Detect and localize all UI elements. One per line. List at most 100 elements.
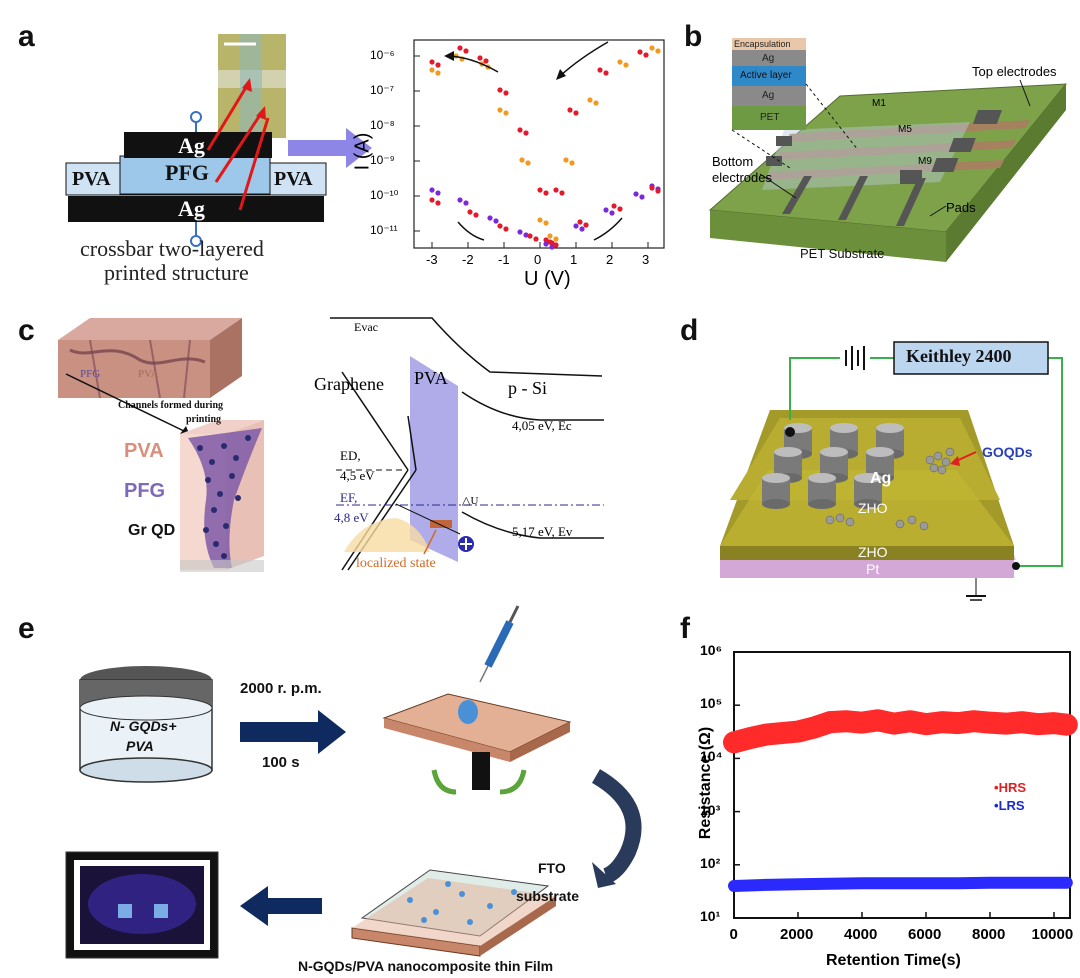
label-ev: 5,17 eV, Ev [512,524,573,539]
chart-f-xtick-label: 10000 [1031,926,1074,943]
ag-pillar-top [774,447,802,457]
ag-pillar-top [830,423,858,433]
iv-data-point [583,222,589,228]
iv-data-point [459,56,465,62]
chart-f-xtick-label: 8000 [972,926,1006,943]
chart-f-ylabel: Resistance (Ω) [697,726,714,840]
label-ef-value: 4,8 eV [334,510,369,525]
series-lrs-band [728,876,1073,892]
ag-pillar-base [808,499,836,509]
structure-caption-2: printed structure [104,260,249,285]
series-hrs-point [1003,720,1009,727]
chart-f-ytick-label: 10⁴ [700,748,723,765]
qd-dot [209,459,215,465]
panel-label-d: d [680,314,699,347]
iv-data-point [643,52,649,58]
series-lrs-point [891,880,897,887]
iv-ytick-label: 10⁻⁸ [370,118,395,132]
iv-data-point [617,59,623,65]
label-zho-bottom: ZHO [858,544,888,560]
qd-dot [233,455,239,461]
label-graphene: Graphene [314,374,384,394]
iv-data-point [453,53,459,59]
iv-data-point [533,236,539,242]
ag-pillar-top [762,473,790,483]
iv-data-point [497,223,503,229]
qd-dot [213,541,219,547]
iv-ytick-label: 10⁻¹¹ [370,223,398,237]
solution-label-1: N- GQDs+ [110,718,177,734]
qd-dot [203,527,209,533]
chart-f-ytick-label: 10⁶ [700,642,723,658]
iv-data-point [479,61,485,67]
iv-data-point [593,100,599,106]
iv-data-point [549,240,555,246]
chart-f-ytick-label: 10³ [700,801,721,818]
label-delta-u: △U [462,495,479,507]
iv-data-point [611,203,617,209]
ag-pillar-top [808,473,836,483]
fto-label-1: FTO [538,860,566,876]
label-top-electrodes: Top electrodes [972,64,1057,79]
iv-data-point [547,239,553,245]
iv-data-point [637,49,643,55]
stack-encapsulation: Encapsulation [734,39,791,49]
series-hrs-point [843,718,849,725]
label-ed: ED, [340,448,361,463]
iv-data-point [435,190,441,196]
electrode-m1: M1 [872,98,886,109]
ag-pillar [784,428,812,454]
iv-data-point [597,67,603,73]
iv-data-point [477,55,483,61]
iv-data-point [587,97,593,103]
iv-data-point [519,157,525,163]
iv-data-point [553,236,559,242]
label-psi: p - Si [508,378,548,398]
label-bottom-electrodes-2: electrodes [712,170,772,185]
layer-ag-bottom: Ag [178,196,205,221]
iv-data-point [537,217,543,223]
iv-data-point [609,210,615,216]
ag-pillar-top [820,447,848,457]
iv-data-point [429,187,435,193]
series-lrs-point [955,880,961,887]
iv-xtick-label: -3 [426,252,438,267]
iv-xtick-label: 1 [570,252,578,267]
qd-dot [221,443,227,449]
chart-f-ytick-label: 10² [700,854,721,871]
iv-data-point [633,191,639,197]
series-lrs-point [731,882,737,889]
label-ec: 4,05 eV, Ec [512,418,572,433]
label-pt: Pt [866,561,880,577]
panel-label-b: b [684,20,703,53]
iv-data-point [485,64,491,70]
series-hrs-point [763,731,769,738]
iv-data-point [457,45,463,51]
iv-xlabel: U (V) [524,268,571,290]
series-hrs-point [923,721,929,728]
iv-data-point [537,187,543,193]
iv-data-point [573,223,579,229]
qd-dot [211,507,217,513]
legend-hrs: •HRS [994,780,1027,795]
series-hrs-point [795,728,801,735]
micrograph-image [218,34,286,138]
iv-ytick-label: 10⁻¹⁰ [370,188,399,202]
series-hrs-point [747,735,753,742]
iv-data-point [525,160,531,166]
layer-pfg: PFG [165,160,209,185]
series-hrs-point [1019,719,1025,726]
iv-data-point [603,207,609,213]
series-lrs-point [987,879,993,886]
iv-xtick-label: 2 [606,252,614,267]
iv-data-point [603,70,609,76]
panel-label-f: f [680,612,690,645]
iv-data-point [473,212,479,218]
iv-data-point [623,62,629,68]
keithley-label: Keithley 2400 [906,346,1012,366]
iv-data-point [547,233,553,239]
chart-f-xtick-label: 2000 [780,926,814,943]
spin-speed: 2000 r. p.m. [240,680,322,697]
iv-data-point [429,197,435,203]
ag-pillar [808,478,836,504]
